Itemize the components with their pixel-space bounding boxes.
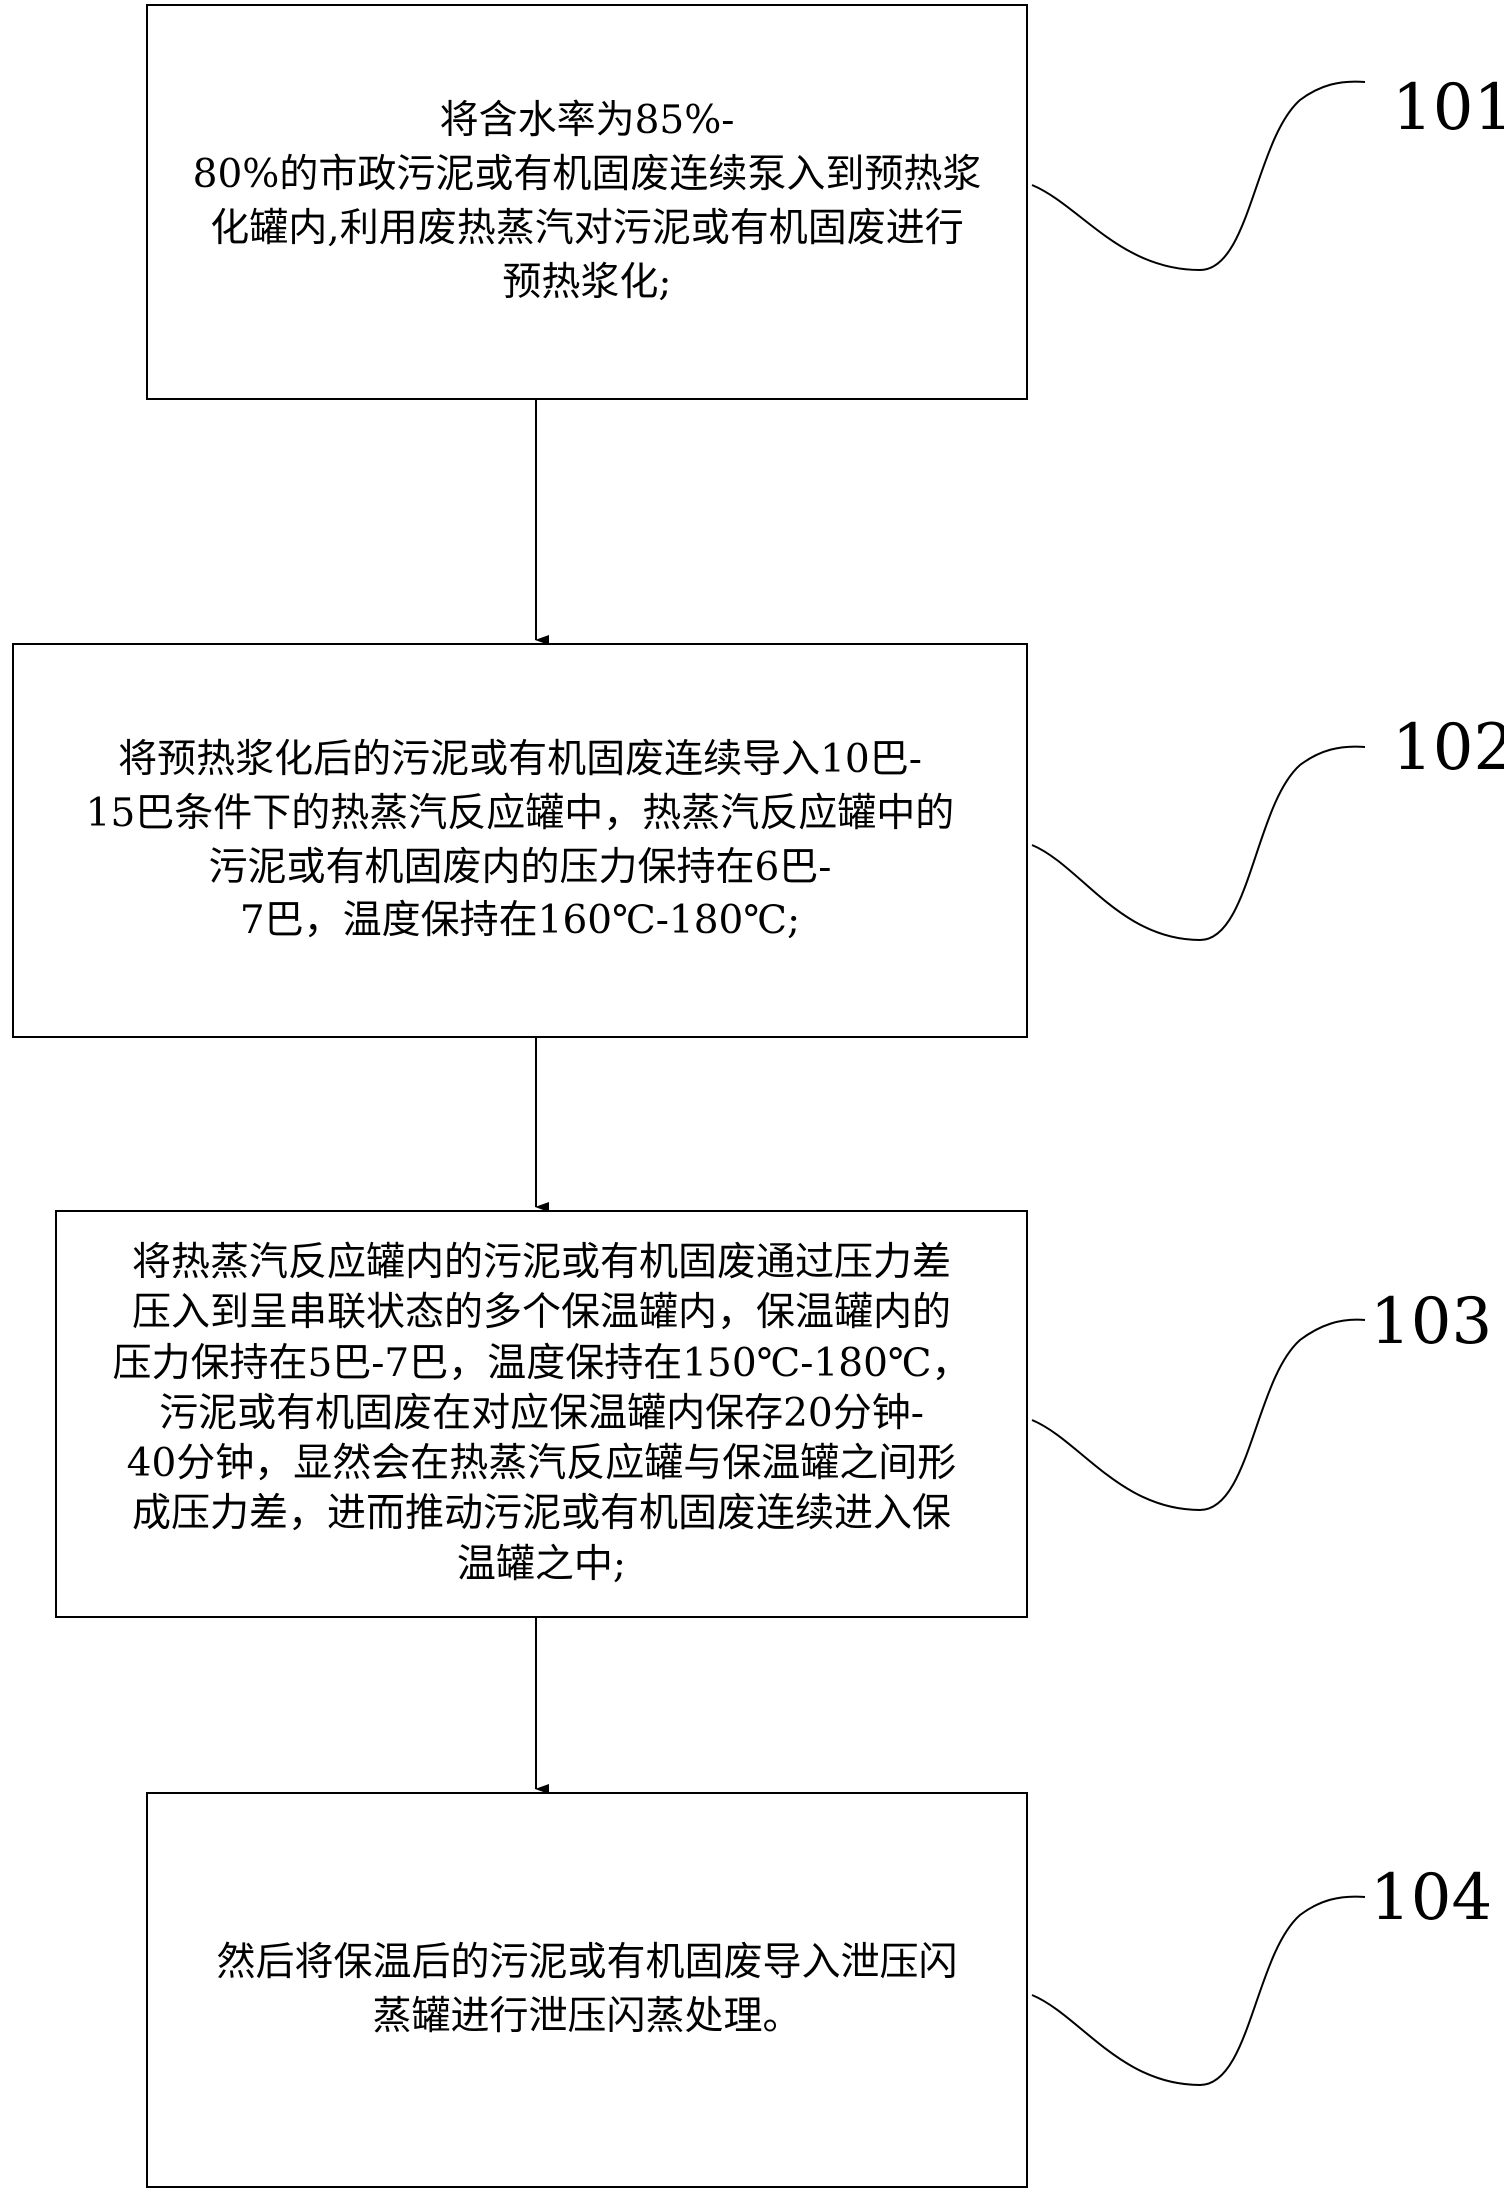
text-line: 污泥或有机固废内的压力保持在6巴-: [208, 844, 832, 890]
leader-line-103: [1031, 1318, 1366, 1512]
text-line: 化罐内,利用废热蒸汽对污泥或有机固废进行: [210, 206, 964, 251]
text-line: 将预热浆化后的污泥或有机固废连续导入10巴-: [118, 736, 922, 782]
leader-line-101: [1031, 80, 1366, 272]
step-101-text: 将含水率为85%- 80%的市政污泥或有机固废连续泵入到预热浆 化罐内,利用废热…: [165, 94, 1010, 309]
leader-line-104: [1031, 1895, 1366, 2087]
step-box-104: 然后将保温后的污泥或有机固废导入泄压闪 蒸罐进行泄压闪蒸处理。: [146, 1792, 1028, 2188]
text-line: 压入到呈串联状态的多个保温罐内，保温罐内的: [131, 1290, 951, 1336]
step-label-102: 102: [1392, 711, 1504, 785]
text-line: 将热蒸汽反应罐内的污泥或有机固废通过压力差: [131, 1239, 951, 1285]
text-line: 7巴，温度保持在160℃-180℃;: [239, 898, 801, 944]
leader-line-102: [1031, 745, 1366, 942]
step-box-103: 将热蒸汽反应罐内的污泥或有机固废通过压力差 压入到呈串联状态的多个保温罐内，保温…: [55, 1210, 1028, 1618]
step-box-102: 将预热浆化后的污泥或有机固废连续导入10巴- 15巴条件下的热蒸汽反应罐中，热蒸…: [12, 643, 1028, 1038]
text-line: 压力保持在5巴-7巴，温度保持在150℃-180℃，: [112, 1340, 971, 1386]
step-102-text: 将预热浆化后的污泥或有机固废连续导入10巴- 15巴条件下的热蒸汽反应罐中，热蒸…: [58, 733, 983, 948]
text-line: 15巴条件下的热蒸汽反应罐中，热蒸汽反应罐中的: [85, 790, 955, 836]
text-line: 然后将保温后的污泥或有机固废导入泄压闪: [216, 1940, 958, 1986]
text-line: 成压力差，进而推动污泥或有机固废连续进入保: [131, 1491, 951, 1537]
text-line: 预热浆化;: [502, 259, 672, 305]
step-label-101: 101: [1392, 71, 1504, 145]
step-label-104: 104: [1370, 1861, 1493, 1935]
text-line: 蒸罐进行泄压闪蒸处理。: [372, 1994, 802, 2039]
step-box-101: 将含水率为85%- 80%的市政污泥或有机固废连续泵入到预热浆 化罐内,利用废热…: [146, 4, 1028, 400]
text-line: 将含水率为85%-: [439, 98, 735, 144]
text-line: 40分钟，显然会在热蒸汽反应罐与保温罐之间形: [126, 1441, 957, 1487]
text-line: 温罐之中;: [456, 1541, 627, 1587]
step-label-103: 103: [1370, 1285, 1493, 1359]
text-line: 污泥或有机固废在对应保温罐内保存20分钟-: [159, 1390, 924, 1436]
step-103-text: 将热蒸汽反应罐内的污泥或有机固废通过压力差 压入到呈串联状态的多个保温罐内，保温…: [84, 1238, 998, 1590]
text-line: 80%的市政污泥或有机固废连续泵入到预热浆: [192, 152, 982, 198]
step-104-text: 然后将保温后的污泥或有机固废导入泄压闪 蒸罐进行泄压闪蒸处理。: [188, 1936, 985, 2044]
